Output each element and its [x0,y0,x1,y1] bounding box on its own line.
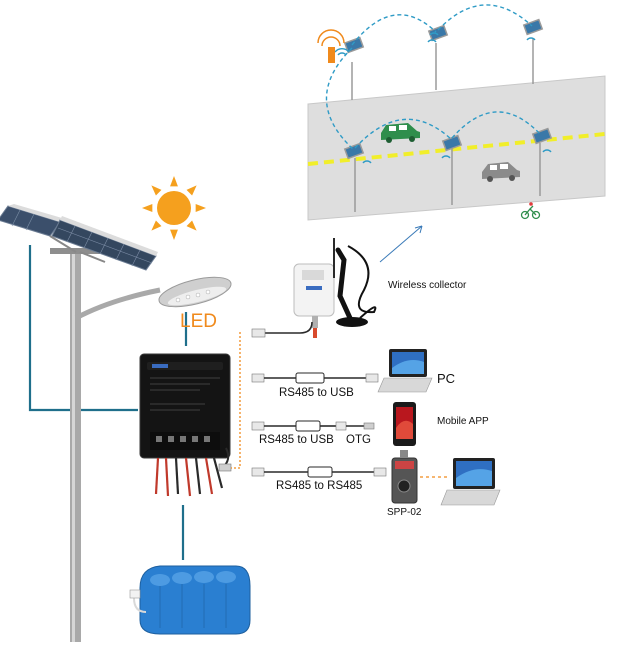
collector-cable [264,321,313,334]
laptop-icon [377,349,433,393]
wireless-collector-device [293,263,335,338]
cable-rs485-rs485 [251,466,387,478]
rs485-to-usb-label-2: RS485 to USB [259,434,334,446]
solar-panel-icon [0,204,158,271]
sun-ray [170,176,178,187]
wireless-collector-label: Wireless collector [388,280,467,291]
spp02-label: SPP-02 [387,507,422,518]
car-icon-green [381,123,420,143]
pc-label: PC [437,371,456,386]
collector-to-map-pointer [379,225,423,263]
sun-ray [186,185,197,196]
cable-rs485-usb-pc [251,372,379,384]
car-icon-grey [482,162,520,182]
communication-bus [231,332,241,469]
laptop-icon-2 [440,458,501,506]
road-center-line [307,132,606,166]
bicycle-icon [520,202,541,220]
battery-pack-icon [129,565,251,635]
mobile-app-label: Mobile APP [437,416,489,427]
otg-label: OTG [346,434,371,446]
led-label: LED [180,311,217,332]
wifi-icon [334,32,552,164]
spp02-device-icon [391,450,418,504]
wireless-link-arcs [325,4,541,151]
street-map-panel [307,4,606,221]
led-lamp-head [158,276,232,308]
cable-rs485-usb-otg [251,420,375,432]
sun-ray [142,204,153,212]
street-light-pole [50,248,161,642]
sun-icon [142,176,206,240]
sun-ray [195,204,206,212]
smartphone-icon [393,402,416,446]
system-wiring [28,245,188,560]
charge-controller-icon [139,353,232,497]
antenna-icon [333,238,377,327]
sun-ray [186,220,197,231]
sun-ray [151,185,162,196]
wireless-router-icon [317,29,345,63]
rs485-to-rs485-label: RS485 to RS485 [276,480,363,492]
sun-ray [151,220,162,231]
rs485-to-usb-label-1: RS485 to USB [279,387,354,399]
mini-street-lights [343,18,553,212]
sun-ray [170,229,178,240]
